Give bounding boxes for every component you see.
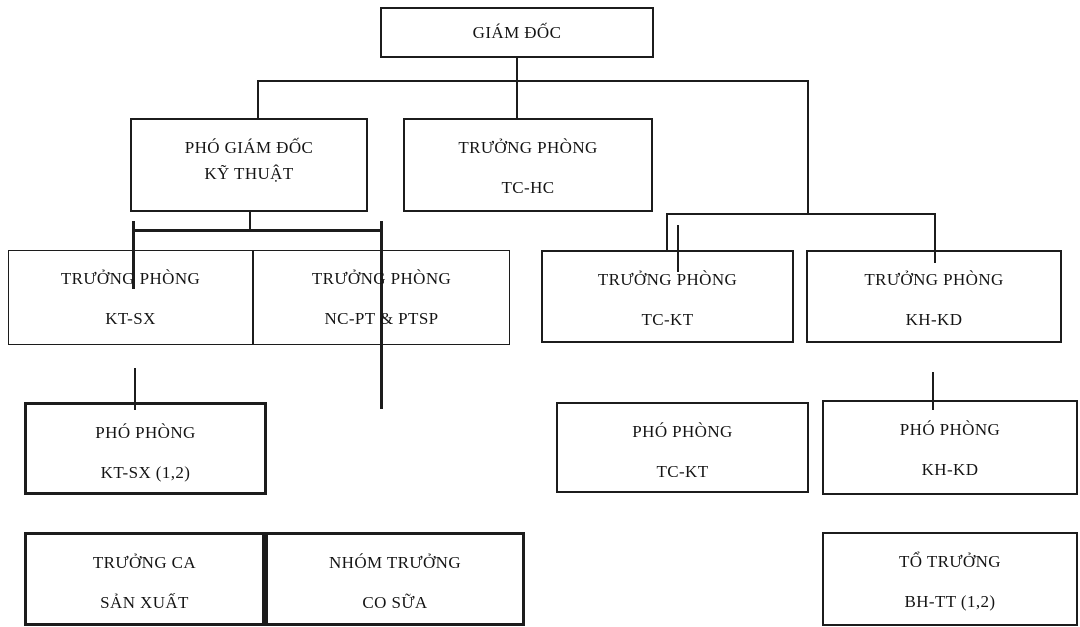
org-box-nhom-truong-co-sua: NHÓM TRƯỞNG CO SỮA — [265, 532, 525, 626]
org-box-label: PHÓ GIÁM ĐỐC — [184, 138, 314, 157]
org-box-sublabel: KT-SX (1,2) — [100, 463, 191, 482]
connector-line — [249, 212, 251, 231]
connector-line — [666, 213, 668, 252]
org-box-label: GIÁM ĐỐC — [472, 22, 562, 42]
org-box-to-truong-bh-tt: TỔ TRƯỞNG BH-TT (1,2) — [822, 532, 1078, 626]
org-box-label: TRƯỞNG PHÒNG — [864, 270, 1004, 289]
connector-line — [677, 225, 679, 272]
connector-line — [934, 213, 936, 263]
org-box-pho-phong-kh-kd: PHÓ PHÒNG KH-KD — [822, 400, 1078, 495]
org-box-sublabel: BH-TT (1,2) — [904, 592, 996, 611]
org-box-truong-phong-kh-kd: TRƯỞNG PHÒNG KH-KD — [806, 250, 1062, 343]
org-box-sublabel: KỸ THUẬT — [204, 164, 294, 183]
org-box-truong-ca-san-xuat: TRƯỞNG CA SẢN XUẤT — [24, 532, 265, 626]
org-box-sublabel: TC-KT — [641, 310, 694, 329]
org-box-label: PHÓ PHÒNG — [899, 420, 1001, 439]
org-box-sublabel: CO SỮA — [362, 593, 428, 612]
connector-line — [380, 221, 383, 409]
connector-line — [133, 229, 382, 232]
org-box-sublabel: SẢN XUẤT — [100, 593, 189, 612]
org-box-truong-phong-nc-pt-ptsp: TRƯỞNG PHÒNG NC-PT & PTSP — [253, 250, 510, 345]
org-box-sublabel: TC-KT — [656, 462, 709, 481]
org-box-label: TRƯỞNG PHÒNG — [311, 269, 452, 288]
connector-line — [932, 372, 934, 410]
org-box-sublabel: NC-PT & PTSP — [324, 309, 439, 328]
org-box-label: PHÓ PHÒNG — [632, 422, 733, 441]
connector-line — [516, 58, 518, 118]
org-box-giam-doc: GIÁM ĐỐC — [380, 7, 654, 58]
org-box-truong-phong-tc-kt: TRƯỞNG PHÒNG TC-KT — [541, 250, 794, 343]
connector-line — [257, 80, 809, 82]
org-box-label: NHÓM TRƯỞNG — [328, 553, 462, 572]
org-box-sublabel: KT-SX — [105, 309, 156, 328]
org-box-label: TỔ TRƯỞNG — [899, 552, 1001, 571]
org-box-truong-phong-tc-hc: TRƯỞNG PHÒNG TC-HC — [403, 118, 653, 212]
org-box-truong-phong-kt-sx: TRƯỞNG PHÒNG KT-SX — [8, 250, 253, 345]
org-box-label: TRƯỞNG PHÒNG — [60, 269, 201, 288]
org-box-sublabel: KH-KD — [921, 460, 979, 479]
connector-line — [257, 80, 259, 118]
connector-line — [134, 368, 136, 410]
org-box-label: TRƯỞNG CA — [92, 553, 197, 572]
org-box-label: TRƯỞNG PHÒNG — [597, 270, 738, 289]
org-box-sublabel: KH-KD — [905, 310, 963, 329]
org-box-label: PHÓ PHÒNG — [95, 423, 196, 442]
connector-line — [132, 221, 135, 289]
org-box-pho-phong-tc-kt: PHÓ PHÒNG TC-KT — [556, 402, 809, 493]
connector-line — [807, 80, 809, 214]
org-box-pho-giam-doc-ky-thuat: PHÓ GIÁM ĐỐC KỸ THUẬT — [130, 118, 368, 212]
org-box-pho-phong-kt-sx: PHÓ PHÒNG KT-SX (1,2) — [24, 402, 267, 495]
org-box-label: TRƯỞNG PHÒNG — [458, 138, 598, 157]
connector-line — [667, 213, 936, 215]
org-box-sublabel: TC-HC — [501, 178, 555, 197]
